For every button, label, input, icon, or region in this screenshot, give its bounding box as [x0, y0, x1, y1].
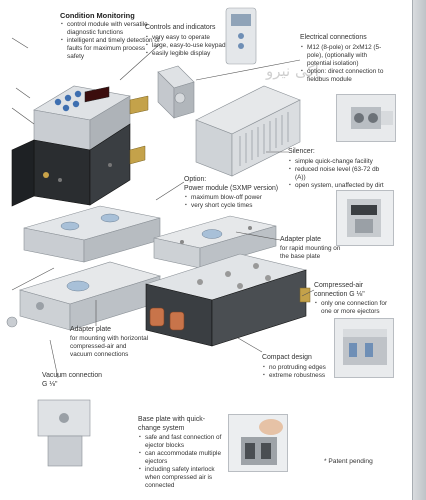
compact-design-title: Compact design — [262, 354, 312, 361]
control-module-drawing — [33, 85, 149, 151]
callout-vacuum-connection: Vacuum connection G ⅛" — [42, 372, 102, 389]
condition-monitoring-title: Condition Monitoring — [60, 11, 135, 20]
electrical-connections-title: Electrical connections — [300, 34, 367, 41]
callout-silencer: Silencer: simple quick-change facility r… — [288, 148, 388, 190]
silencer-drawing — [195, 85, 301, 177]
compact-design-item: extreme robustness — [262, 372, 334, 380]
adapter-plate-left-drawing — [6, 261, 162, 331]
watermark-text: آکی‌ نیرو — [266, 62, 319, 80]
page-edge-strip — [412, 0, 426, 500]
adapter-plate-left-subtitle: for mounting with horizontal compressed-… — [70, 334, 149, 358]
base-plate-item: including safety interlock when compress… — [138, 466, 226, 490]
adapter-plate-left-title: Adapter plate — [70, 326, 111, 333]
base-plate-item: can accommodate multiple ejectors — [138, 450, 226, 466]
photo-silencer-module — [336, 190, 394, 246]
silencer-item: open system, unaffected by dirt — [288, 182, 388, 190]
controls-indicators-item: easily legible display — [145, 50, 235, 58]
controls-indicators-title: Controls and indicators — [145, 24, 216, 31]
controls-indicators-item: very easy to operate — [145, 34, 235, 42]
callout-adapter-plate-right: Adapter plate for rapid mounting on the … — [280, 236, 344, 261]
photo-ejector-block — [252, 436, 290, 470]
vacuum-connector-drawing — [37, 399, 91, 467]
ejector-body-drawing — [11, 123, 146, 207]
callout-adapter-plate-left: Adapter plate for mounting with horizont… — [70, 326, 150, 359]
callout-compressed-air: Compressed-air connection G ⅛" only one … — [314, 282, 396, 316]
connection-block-drawing — [157, 65, 195, 119]
silencer-item: simple quick-change facility — [288, 158, 388, 166]
electrical-connections-item: option: direct connection to fieldbus mo… — [300, 68, 392, 84]
base-plate-drawing — [144, 253, 311, 347]
power-module-title: Option: Power module (SXMP version) — [184, 176, 279, 192]
photo-connector-closeup — [336, 94, 396, 142]
photo-hand-quick-change — [228, 414, 288, 472]
adapter-plate-right-title: Adapter plate — [280, 236, 321, 243]
base-plate-title: Base plate with quick-change system — [138, 416, 206, 432]
power-module-item: very short cycle times — [184, 202, 284, 210]
power-module-item: maximum blow-off power — [184, 194, 284, 202]
callout-controls-indicators: Controls and indicators very easy to ope… — [145, 24, 235, 58]
callout-electrical-connections: Electrical connections M12 (8-pole) or 2… — [300, 34, 392, 84]
compact-design-item: no protruding edges — [262, 364, 334, 372]
callout-power-module: Option: Power module (SXMP version) maxi… — [184, 176, 284, 210]
adapter-plate-right-drawing — [153, 215, 277, 269]
controls-indicators-item: large, easy-to-use keypad — [145, 42, 235, 50]
callout-base-plate: Base plate with quick-change system safe… — [138, 416, 226, 490]
callout-compact-design: Compact design no protruding edges extre… — [262, 354, 334, 380]
condition-monitoring-item: control module with versatile diagnostic… — [60, 21, 160, 37]
base-plate-item: safe and fast connection of ejector bloc… — [138, 434, 226, 450]
callout-condition-monitoring: Condition Monitoring control module with… — [60, 11, 160, 61]
compressed-air-title: Compressed-air connection G ⅛" — [314, 282, 365, 298]
vacuum-connection-title: Vacuum connection G ⅛" — [42, 372, 103, 388]
photo-vacuum-connector — [38, 398, 92, 468]
silencer-item: reduced noise level (63-72 db (A)) — [288, 166, 388, 182]
patent-pending-note: * Patent pending — [324, 458, 373, 465]
adapter-plate-right-subtitle: for rapid mounting on the base plate — [280, 244, 341, 260]
electrical-connections-item: M12 (8-pole) or 2xM12 (5-pole), (optiona… — [300, 44, 392, 68]
power-module-drawing — [23, 205, 161, 263]
silencer-title: Silencer: — [288, 148, 315, 155]
photo-base-plate-mounted — [334, 318, 394, 378]
condition-monitoring-item: intelligent and timely detection of faul… — [60, 37, 160, 61]
compressed-air-item: only one connection for one or more ejec… — [314, 300, 396, 316]
